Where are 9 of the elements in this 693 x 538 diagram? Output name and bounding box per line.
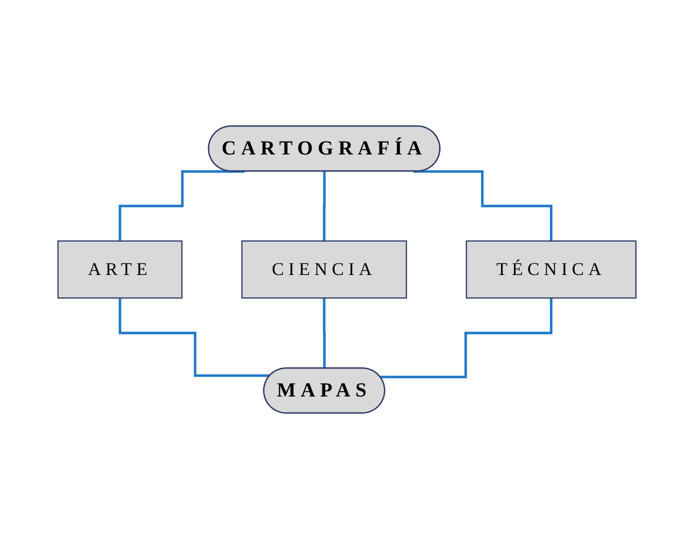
connector xyxy=(322,170,326,242)
connector xyxy=(413,170,552,242)
connector xyxy=(118,170,244,242)
connector xyxy=(118,296,270,376)
connector xyxy=(380,296,552,378)
node-box: ARTE xyxy=(56,240,182,298)
node-box: TÉCNICA xyxy=(465,240,636,298)
node-box: CIENCIA xyxy=(240,240,407,298)
connector xyxy=(322,296,326,370)
